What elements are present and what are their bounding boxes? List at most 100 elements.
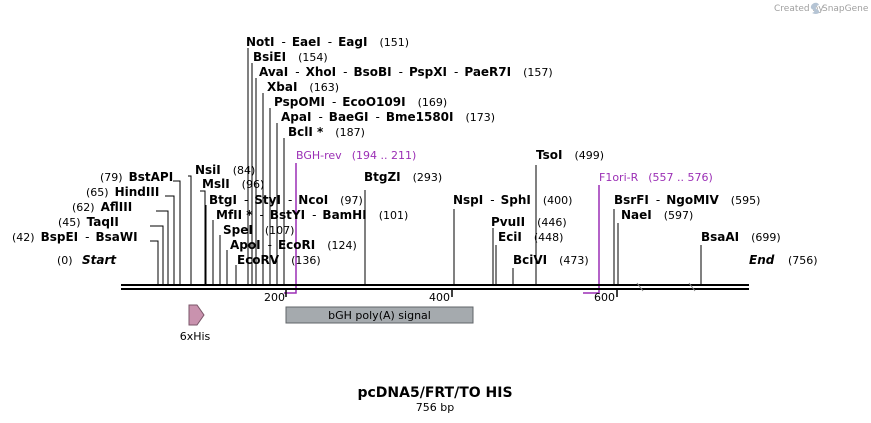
primer-name: BGH-rev bbox=[296, 149, 342, 162]
enzyme-name: StyI bbox=[254, 193, 281, 207]
site-separator: - bbox=[244, 193, 248, 207]
site-label[interactable]: EcoRV (136) bbox=[237, 253, 321, 267]
site-label[interactable]: ApaI-BaeGI-Bme1580I(173) bbox=[281, 110, 495, 124]
enzyme-name: AvaI bbox=[259, 65, 288, 79]
snapgene-brand-text: SnapGene bbox=[822, 4, 869, 14]
snapgene-logo-icon bbox=[810, 2, 820, 14]
site-label[interactable]: BtgI-StyI-NcoI(97) bbox=[209, 193, 363, 207]
site-label[interactable]: (79)BstAPI bbox=[100, 170, 173, 184]
feature-label: 6xHis bbox=[180, 330, 211, 343]
enzyme-name: Bme1580I bbox=[386, 110, 454, 124]
created-by-text: Created by bbox=[774, 4, 824, 14]
enzyme-name: BtgZI bbox=[364, 170, 401, 184]
site-label[interactable]: TsoI(499) bbox=[536, 148, 604, 162]
site-position: (157) bbox=[523, 66, 553, 79]
site-position: (173) bbox=[466, 111, 496, 124]
site-position: (101) bbox=[379, 209, 409, 222]
enzyme-name: PaeR7I bbox=[464, 65, 511, 79]
site-separator: - bbox=[454, 65, 458, 79]
axis-tick-label: 400 bbox=[429, 291, 450, 304]
site-label[interactable]: (45)TaqII bbox=[58, 215, 119, 229]
sequence-backbone bbox=[121, 282, 749, 292]
site-label[interactable]: AvaI-XhoI-BsoBI-PspXI-PaeR7I(157) bbox=[259, 65, 553, 79]
site-separator: - bbox=[318, 110, 322, 124]
site-separator: - bbox=[332, 95, 336, 109]
site-label[interactable]: NspI-SphI(400) bbox=[453, 193, 572, 207]
site-position: (151) bbox=[379, 36, 409, 49]
enzyme-name: XbaI bbox=[267, 80, 297, 94]
site-separator: - bbox=[399, 65, 403, 79]
primer-label[interactable]: F1ori-R(557 .. 576) bbox=[599, 171, 713, 184]
site-label[interactable]: BsiEI (154) bbox=[253, 50, 328, 64]
site-label[interactable]: PvuII(446) bbox=[491, 215, 567, 229]
site-position: (124) bbox=[327, 239, 357, 252]
primer-label[interactable]: BGH-rev(194 .. 211) bbox=[296, 149, 416, 162]
site-position: (136) bbox=[291, 254, 321, 267]
start-position: (0) bbox=[57, 254, 73, 267]
axis-tick-marks bbox=[285, 290, 618, 297]
enzyme-name: BclI * bbox=[288, 125, 324, 139]
enzyme-name: NcoI bbox=[298, 193, 328, 207]
site-label[interactable]: (62)AflIII bbox=[72, 200, 132, 214]
site-position: (154) bbox=[298, 51, 328, 64]
site-label[interactable]: SpeI(107) bbox=[223, 223, 294, 237]
enzyme-name: AflIII bbox=[101, 200, 133, 214]
site-label[interactable]: NsiI(84) bbox=[195, 163, 255, 177]
enzyme-name: NspI bbox=[453, 193, 483, 207]
enzyme-name: TsoI bbox=[536, 148, 562, 162]
enzyme-name: HindIII bbox=[115, 185, 160, 199]
site-label[interactable]: MslI (96) bbox=[202, 177, 264, 191]
site-label[interactable]: PspOMI-EcoO109I(169) bbox=[274, 95, 447, 109]
site-label[interactable]: NotI-EaeI-EagI(151) bbox=[246, 35, 409, 49]
site-label[interactable]: NaeI(597) bbox=[621, 208, 693, 222]
enzyme-name: BsiEI bbox=[253, 50, 286, 64]
site-position: (97) bbox=[340, 194, 363, 207]
enzyme-name: EcoRI bbox=[278, 238, 315, 252]
site-label[interactable]: XbaI (163) bbox=[267, 80, 339, 94]
site-separator: - bbox=[490, 193, 494, 207]
end-label: End bbox=[749, 253, 775, 267]
site-label[interactable]: BciVI(473) bbox=[513, 253, 589, 267]
primer-name: F1ori-R bbox=[599, 171, 639, 184]
site-separator: - bbox=[288, 193, 292, 207]
site-position: (96) bbox=[242, 178, 265, 191]
site-position: (169) bbox=[418, 96, 448, 109]
site-separator: - bbox=[268, 238, 272, 252]
enzyme-name: BamHI bbox=[322, 208, 366, 222]
site-label[interactable]: EciI (448) bbox=[498, 230, 563, 244]
axis-tick-label: 600 bbox=[594, 291, 615, 304]
site-separator: - bbox=[282, 35, 286, 49]
site-separator: - bbox=[656, 193, 660, 207]
site-label[interactable]: (42)BspEI-BsaWI bbox=[12, 230, 138, 244]
site-position: (65) bbox=[86, 186, 109, 199]
site-label[interactable]: BsaAI(699) bbox=[701, 230, 781, 244]
site-label[interactable]: BtgZI(293) bbox=[364, 170, 442, 184]
bgh-polya-feature[interactable]: bGH poly(A) signal bbox=[285, 306, 474, 324]
enzyme-name: NotI bbox=[246, 35, 275, 49]
site-label[interactable]: BsrFI-NgoMIV(595) bbox=[614, 193, 760, 207]
enzyme-name: TaqII bbox=[87, 215, 119, 229]
enzyme-name: BsrFI bbox=[614, 193, 649, 207]
enzyme-name: MslI bbox=[202, 177, 230, 191]
site-label[interactable]: (65) HindIII bbox=[86, 185, 159, 199]
enzyme-name: BstAPI bbox=[129, 170, 174, 184]
start-label: Start bbox=[82, 253, 117, 267]
site-position: (699) bbox=[751, 231, 781, 244]
enzyme-name: EcoO109I bbox=[342, 95, 405, 109]
enzyme-name: BtgI bbox=[209, 193, 237, 207]
feature-label: bGH poly(A) signal bbox=[328, 309, 431, 322]
site-label[interactable]: BclI *(187) bbox=[288, 125, 365, 139]
enzyme-name: BaeGI bbox=[329, 110, 369, 124]
enzyme-name: EcoRV bbox=[237, 253, 280, 267]
site-position: (448) bbox=[534, 231, 564, 244]
site-label[interactable]: ApoI-EcoRI(124) bbox=[230, 238, 357, 252]
enzyme-name: EciI bbox=[498, 230, 522, 244]
site-label[interactable]: MfII *-BstYI-BamHI(101) bbox=[216, 208, 408, 222]
enzyme-name: SphI bbox=[501, 193, 531, 207]
his-tag-feature[interactable]: 6xHis bbox=[180, 304, 211, 343]
site-separator: - bbox=[260, 208, 264, 222]
site-pointer-lines bbox=[150, 48, 702, 284]
site-position: (595) bbox=[731, 194, 761, 207]
site-position: (163) bbox=[309, 81, 339, 94]
